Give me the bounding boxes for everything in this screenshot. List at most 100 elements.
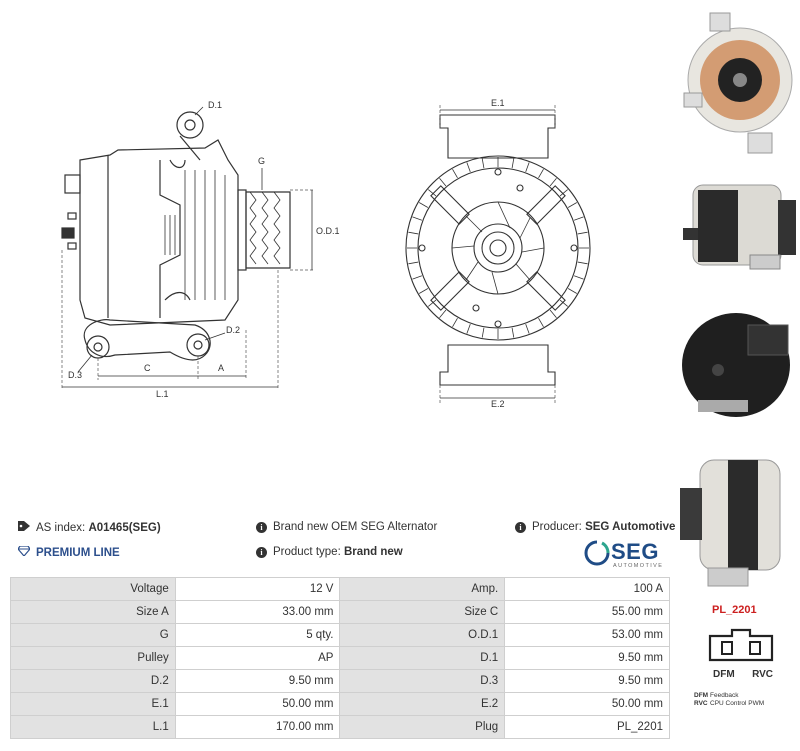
- as-index: AS index: A01465(SEG): [18, 521, 161, 534]
- label-g: G: [258, 156, 265, 166]
- as-index-value: A01465(SEG): [88, 521, 161, 534]
- spec-value: 33.00 mm: [174, 600, 341, 624]
- label-d2: D.2: [226, 325, 240, 335]
- cooling-slot: [549, 309, 557, 318]
- spec-label: L.1: [10, 715, 176, 739]
- cooling-slot: [567, 202, 578, 208]
- spec-label: D.2: [10, 669, 176, 693]
- product-photo-rear: [683, 12, 793, 154]
- spec-value: 12 V: [174, 577, 341, 601]
- spec-value: 9.50 mm: [174, 669, 341, 693]
- spec-label: E.2: [339, 692, 506, 716]
- technical-drawing: D.1 G O.D.1 D.2 D.3 C A L.1: [61, 98, 591, 409]
- label-c: C: [144, 363, 151, 373]
- cooling-slot: [538, 168, 544, 179]
- cooling-slot: [549, 178, 557, 187]
- plug-code: PL_2201: [712, 604, 757, 616]
- spec-value: 9.50 mm: [504, 669, 670, 693]
- cooling-slot: [452, 317, 458, 328]
- cooling-slot: [511, 327, 515, 338]
- spec-value: 5 qty.: [174, 623, 341, 647]
- tag-icon: [18, 521, 30, 534]
- plug-connector-icon: [708, 628, 774, 662]
- spec-value: 53.00 mm: [504, 623, 670, 647]
- spec-label: O.D.1: [339, 623, 506, 647]
- seg-logo-text: SEG: [611, 539, 659, 564]
- spec-label: D.3: [339, 669, 506, 693]
- spec-value: 50.00 mm: [174, 692, 341, 716]
- legend-desc: CPU Control PWM: [710, 700, 765, 707]
- cooling-slot: [573, 216, 584, 221]
- info-icon: i: [256, 546, 267, 558]
- info-icon: i: [256, 521, 267, 533]
- cooling-slot: [428, 189, 437, 197]
- cooling-slot: [573, 275, 584, 280]
- cooling-slot: [408, 261, 419, 265]
- spec-value: 9.50 mm: [504, 646, 670, 670]
- spec-value: 100 A: [504, 577, 670, 601]
- as-index-label: AS index:: [36, 521, 86, 534]
- premium-label: PREMIUM LINE: [36, 546, 120, 559]
- producer-value: SEG Automotive: [585, 521, 676, 533]
- product-type-label: Product type:: [273, 546, 341, 558]
- spec-value: 55.00 mm: [504, 600, 670, 624]
- spec-value: 170.00 mm: [174, 715, 341, 739]
- cooling-slot: [511, 158, 515, 169]
- spec-value: AP: [174, 646, 341, 670]
- cooling-slot: [538, 317, 544, 328]
- cooling-slot: [439, 178, 447, 187]
- cooling-slot: [577, 231, 588, 235]
- product-photo-side: [683, 184, 796, 270]
- producer-label: Producer:: [532, 521, 582, 533]
- cooling-slot: [481, 327, 485, 338]
- spec-label: Amp.: [339, 577, 506, 601]
- cooling-slot: [481, 158, 485, 169]
- side-view: [61, 111, 291, 361]
- legend-code: RVC: [694, 700, 708, 707]
- cooling-slot: [408, 231, 419, 235]
- spec-label: D.1: [339, 646, 506, 670]
- cooling-slot: [577, 261, 588, 265]
- cooling-slot: [412, 275, 423, 280]
- seg-swirl-icon: [584, 540, 610, 566]
- label-e1: E.1: [491, 98, 505, 108]
- diamond-icon: [17, 545, 31, 559]
- cooling-slot: [466, 323, 471, 334]
- seg-logo: SEG AUTOMOTIVE: [584, 539, 670, 571]
- plug-pins: DFM RVC: [713, 669, 773, 680]
- cooling-slot: [418, 288, 429, 294]
- pin-rvc: RVC: [752, 669, 773, 680]
- cooling-slot: [412, 216, 423, 221]
- front-view: [405, 114, 591, 386]
- cooling-slot: [428, 299, 437, 307]
- premium-line: PREMIUM LINE: [17, 545, 120, 559]
- product-photo-back: [682, 313, 790, 417]
- spec-value: PL_2201: [504, 715, 670, 739]
- description: i Brand new OEM SEG Alternator: [256, 521, 437, 533]
- spec-label: Size C: [339, 600, 506, 624]
- spec-value: 50.00 mm: [504, 692, 670, 716]
- cooling-slot: [439, 309, 447, 318]
- label-e2: E.2: [491, 399, 505, 409]
- label-d1: D.1: [208, 100, 222, 110]
- spec-label: Plug: [339, 715, 506, 739]
- cooling-slot: [559, 299, 568, 307]
- spec-label: Voltage: [10, 577, 176, 601]
- producer: i Producer: SEG Automotive: [515, 521, 675, 533]
- description-text: Brand new OEM SEG Alternator: [273, 521, 438, 533]
- info-icon: i: [515, 521, 526, 533]
- cooling-slot: [559, 189, 568, 197]
- cooling-slot: [452, 168, 458, 179]
- label-a: A: [218, 363, 224, 373]
- spec-label: Size A: [10, 600, 176, 624]
- pin-dfm: DFM: [713, 669, 735, 680]
- cooling-slots: [407, 157, 589, 339]
- cooling-slot: [525, 162, 530, 173]
